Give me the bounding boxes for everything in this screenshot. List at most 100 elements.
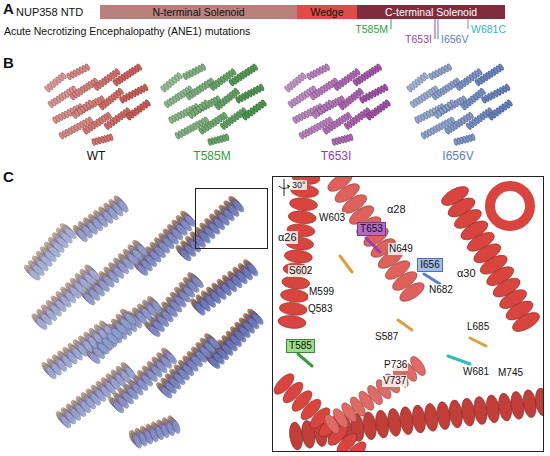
residue-stick bbox=[398, 320, 412, 330]
helix-turn bbox=[446, 63, 452, 71]
helix-turn bbox=[324, 63, 330, 71]
helix-turn bbox=[422, 72, 429, 80]
helix-turn bbox=[510, 309, 543, 336]
helix-turn bbox=[230, 68, 237, 76]
mutation-label: T585M bbox=[355, 23, 388, 35]
panel-letter: B bbox=[3, 54, 14, 71]
variant-label: T653I bbox=[321, 150, 352, 164]
helix-turn bbox=[384, 99, 391, 107]
residue-label: S587 bbox=[374, 331, 399, 343]
helix-turn bbox=[233, 87, 240, 95]
helix-turn bbox=[60, 72, 67, 80]
helix-turn bbox=[476, 68, 483, 76]
helix-turn bbox=[144, 99, 151, 107]
box-text: Wedge bbox=[297, 5, 357, 19]
helix-turn bbox=[448, 399, 464, 428]
helix-turn bbox=[251, 312, 265, 326]
residue-stick bbox=[424, 274, 440, 284]
mutation-residue-box: T585 bbox=[286, 339, 315, 353]
helix-turn bbox=[288, 210, 317, 225]
helix-turn bbox=[376, 63, 383, 71]
residue-label: N649 bbox=[388, 243, 414, 255]
helix-label: α30 bbox=[456, 267, 477, 280]
residue-stick bbox=[340, 256, 352, 272]
residue-label: Q583 bbox=[307, 303, 333, 315]
helix-turn bbox=[383, 83, 389, 91]
helix-turn bbox=[468, 112, 475, 120]
box-text: T585 bbox=[289, 340, 312, 352]
residue-stick bbox=[366, 238, 380, 252]
box-text: N-terminal Solenoid bbox=[100, 5, 297, 19]
helix-turn bbox=[311, 112, 318, 120]
helix-turn bbox=[136, 63, 143, 71]
helix-turn bbox=[106, 112, 113, 120]
helix-end-on bbox=[490, 186, 530, 226]
helix-label: α28 bbox=[386, 203, 407, 216]
helix-turn bbox=[207, 336, 221, 350]
domain-segment: C-terminal Solenoid bbox=[357, 5, 505, 19]
residue-stick bbox=[470, 338, 486, 346]
helix-turn bbox=[346, 112, 353, 120]
helix-turn bbox=[252, 63, 259, 71]
helix-turn bbox=[260, 99, 267, 107]
helix-turn bbox=[534, 387, 543, 416]
helix-turn bbox=[84, 63, 90, 71]
helix-turn bbox=[331, 138, 336, 146]
variant-label: I656V bbox=[442, 150, 473, 164]
helix-turn bbox=[374, 409, 390, 438]
helix-turn bbox=[343, 439, 369, 451]
residue-label: S602 bbox=[288, 265, 313, 277]
mutation-residue-box: T653 bbox=[357, 222, 386, 236]
helix-turn bbox=[87, 351, 102, 365]
helix-turn bbox=[150, 299, 163, 314]
helix-turn bbox=[423, 403, 439, 432]
mutation-heading: Acute Necrotizing Encephalopathy (ANE1) … bbox=[4, 25, 250, 37]
helix-turn bbox=[386, 408, 402, 437]
helix-turn bbox=[289, 197, 318, 212]
helix-turn bbox=[284, 249, 313, 264]
helix-turn bbox=[246, 263, 259, 278]
helix-turn bbox=[222, 112, 229, 120]
helix-turn bbox=[479, 87, 486, 95]
panel-letter: A bbox=[3, 0, 14, 17]
residue-stick bbox=[298, 354, 312, 366]
helix-turn bbox=[509, 391, 525, 420]
panel-letter: C bbox=[3, 168, 14, 185]
residue-label: W603 bbox=[318, 212, 346, 224]
variant-structures bbox=[44, 63, 513, 146]
helix-turn bbox=[300, 72, 307, 80]
residue-label: P736 bbox=[383, 359, 408, 371]
helix-turn bbox=[200, 63, 206, 71]
domain-label: NUP358 NTD bbox=[16, 6, 83, 19]
helix-turn bbox=[63, 226, 78, 240]
helix-turn bbox=[164, 351, 178, 365]
helix-turn bbox=[117, 199, 130, 214]
rotation-label: 30° bbox=[291, 180, 307, 190]
mutation-label: T653I bbox=[405, 33, 432, 45]
helix-turn bbox=[411, 404, 427, 433]
helix-turn bbox=[71, 112, 78, 120]
box-text: C-terminal Solenoid bbox=[357, 5, 505, 19]
residue-label: M599 bbox=[308, 286, 335, 298]
residue-label: L685 bbox=[466, 321, 490, 333]
box-text: T653 bbox=[360, 223, 383, 235]
residue-label: V737 bbox=[382, 375, 407, 387]
rotation-symbol bbox=[279, 179, 290, 196]
helix-turn bbox=[506, 99, 513, 107]
helix-turn bbox=[497, 392, 513, 421]
helix-turn bbox=[87, 268, 101, 282]
helix-turn bbox=[280, 288, 309, 303]
helix-turn bbox=[472, 396, 488, 425]
mutation-residue-box: I656 bbox=[417, 258, 443, 272]
helix-turn bbox=[357, 87, 364, 95]
helix-turn bbox=[279, 301, 308, 316]
helix-turn bbox=[124, 365, 137, 380]
helix-turn bbox=[259, 83, 265, 91]
box-text: I656 bbox=[420, 259, 440, 271]
helix-turn bbox=[408, 354, 429, 378]
residue-label: M745 bbox=[497, 367, 524, 379]
residue-label: N682 bbox=[428, 284, 454, 296]
zoom-box bbox=[196, 189, 268, 249]
